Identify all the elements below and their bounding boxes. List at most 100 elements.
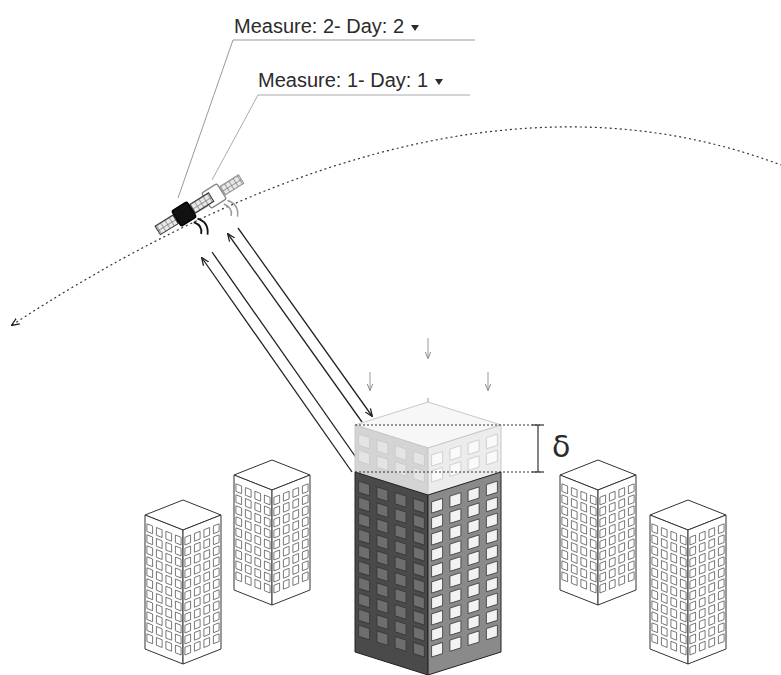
- building-window: [581, 568, 587, 578]
- building-window: [562, 495, 568, 505]
- building-window: [671, 641, 677, 651]
- building-window: [413, 530, 424, 545]
- building-window: [699, 641, 705, 651]
- building-window: [600, 506, 606, 516]
- building-window: [432, 610, 443, 625]
- building-window: [652, 601, 658, 611]
- building-window: [450, 525, 461, 540]
- building-face: [145, 515, 183, 664]
- building-window: [293, 543, 299, 553]
- building-window: [147, 535, 153, 545]
- building-window: [236, 561, 242, 571]
- building-window: [709, 605, 715, 615]
- building-window: [236, 550, 242, 560]
- building-window: [718, 557, 724, 567]
- building-window: [302, 495, 308, 505]
- building-window: [255, 513, 261, 523]
- building-window: [204, 605, 210, 615]
- building-window: [413, 451, 424, 466]
- building-window: [468, 440, 479, 455]
- building-window: [185, 634, 191, 644]
- building-window: [213, 601, 219, 611]
- building-window: [264, 561, 270, 571]
- building-window: [175, 590, 181, 600]
- building-window: [680, 623, 686, 633]
- building-window: [377, 503, 388, 518]
- building-window: [194, 586, 200, 596]
- satellite-day2: [153, 189, 227, 255]
- building-window: [293, 554, 299, 564]
- building-window: [213, 579, 219, 589]
- building-window: [699, 564, 705, 574]
- building-window: [283, 502, 289, 512]
- building-window: [680, 590, 686, 600]
- building-window: [690, 601, 696, 611]
- building-window: [661, 583, 667, 593]
- building-window: [619, 499, 625, 509]
- building-window: [619, 510, 625, 520]
- building-window: [680, 557, 686, 567]
- building-window: [609, 502, 615, 512]
- building-window: [432, 594, 443, 609]
- building-window: [432, 626, 443, 641]
- building-window: [468, 551, 479, 566]
- label-text: Measure: 2- Day: 2: [234, 15, 404, 37]
- building-window: [486, 593, 497, 608]
- label-text: δ: [552, 429, 570, 464]
- building-window: [718, 568, 724, 578]
- building-window: [600, 517, 606, 527]
- building-window: [571, 576, 577, 586]
- building-window: [377, 631, 388, 646]
- building-window: [628, 572, 634, 582]
- building-window: [359, 529, 370, 544]
- building-window: [571, 554, 577, 564]
- building-window: [245, 565, 251, 575]
- building-window: [432, 530, 443, 545]
- building-window: [245, 510, 251, 520]
- building-window: [600, 550, 606, 560]
- dimension-bracket: [532, 471, 544, 472]
- building-window: [628, 506, 634, 516]
- building-window: [245, 532, 251, 542]
- building-window: [690, 535, 696, 545]
- building-window: [175, 645, 181, 655]
- building-window: [147, 612, 153, 622]
- building-window: [450, 493, 461, 508]
- building-window: [661, 605, 667, 615]
- callout-label: Measure: 2- Day: 2: [234, 16, 419, 36]
- building-window: [690, 557, 696, 567]
- building-window: [468, 615, 479, 630]
- building-window: [395, 637, 406, 652]
- building-window: [628, 539, 634, 549]
- building-window: [395, 621, 406, 636]
- building-window: [628, 484, 634, 494]
- building-window: [377, 551, 388, 566]
- building-window: [468, 567, 479, 582]
- building-window: [204, 627, 210, 637]
- building-face: [355, 472, 428, 675]
- building-window: [293, 565, 299, 575]
- building-window: [680, 601, 686, 611]
- dimension-line: [355, 472, 540, 473]
- building-window: [468, 487, 479, 502]
- leader-line: [178, 40, 233, 198]
- building-window: [571, 521, 577, 531]
- building-window: [175, 557, 181, 567]
- building-window: [581, 513, 587, 523]
- building-window: [156, 539, 162, 549]
- building-window: [590, 528, 596, 538]
- building-window: [359, 625, 370, 640]
- building-window: [185, 601, 191, 611]
- building-window: [413, 467, 424, 482]
- building-window: [293, 576, 299, 586]
- building-window: [264, 528, 270, 538]
- building-window: [468, 456, 479, 471]
- building-window: [450, 637, 461, 652]
- building-window: [562, 572, 568, 582]
- building-window: [156, 594, 162, 604]
- building-window: [175, 535, 181, 545]
- building-window: [671, 575, 677, 585]
- building-window: [359, 481, 370, 496]
- building-window: [194, 641, 200, 651]
- building-window: [255, 535, 261, 545]
